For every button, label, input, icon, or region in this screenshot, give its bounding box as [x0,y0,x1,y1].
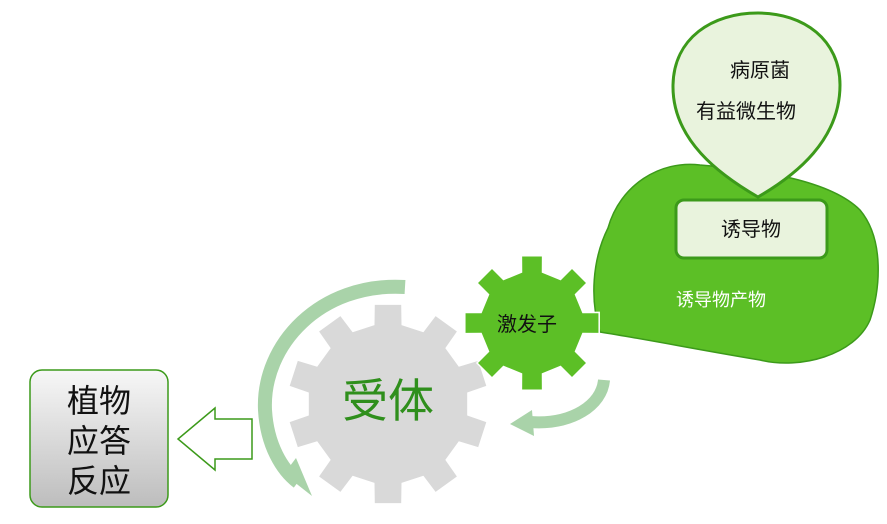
response-arrow [176,406,253,472]
inducer-box [674,198,829,260]
plant-response-box [29,369,169,508]
elicitor-curved-arrow [529,378,610,429]
plant-response-line-1: 植物 [67,382,131,420]
receptor-gear [289,304,487,504]
inducer-product-label: 诱导物产物 [676,290,766,311]
receptor-label: 受体 [342,374,434,428]
plant-response-line-3: 反应 [67,462,131,500]
receptor-curved-arrow [257,279,406,488]
pathogen-label: 病原菌 [730,58,790,82]
receptor-gear-body [289,304,487,504]
receptor-curved-arrow-head [284,458,312,496]
elicitor-gear-body [464,255,600,391]
plant-response-line-2: 应答 [67,422,131,460]
elicitor-curved-arrow-head [510,410,534,436]
inducer-label: 诱导物 [721,217,781,241]
inducer-product-blob [593,163,879,364]
elicitor-gear [464,255,600,391]
microbe-source-pin [671,11,842,199]
elicitor-label: 激发子 [497,312,557,336]
beneficial-microbe-label: 有益微生物 [696,99,796,123]
